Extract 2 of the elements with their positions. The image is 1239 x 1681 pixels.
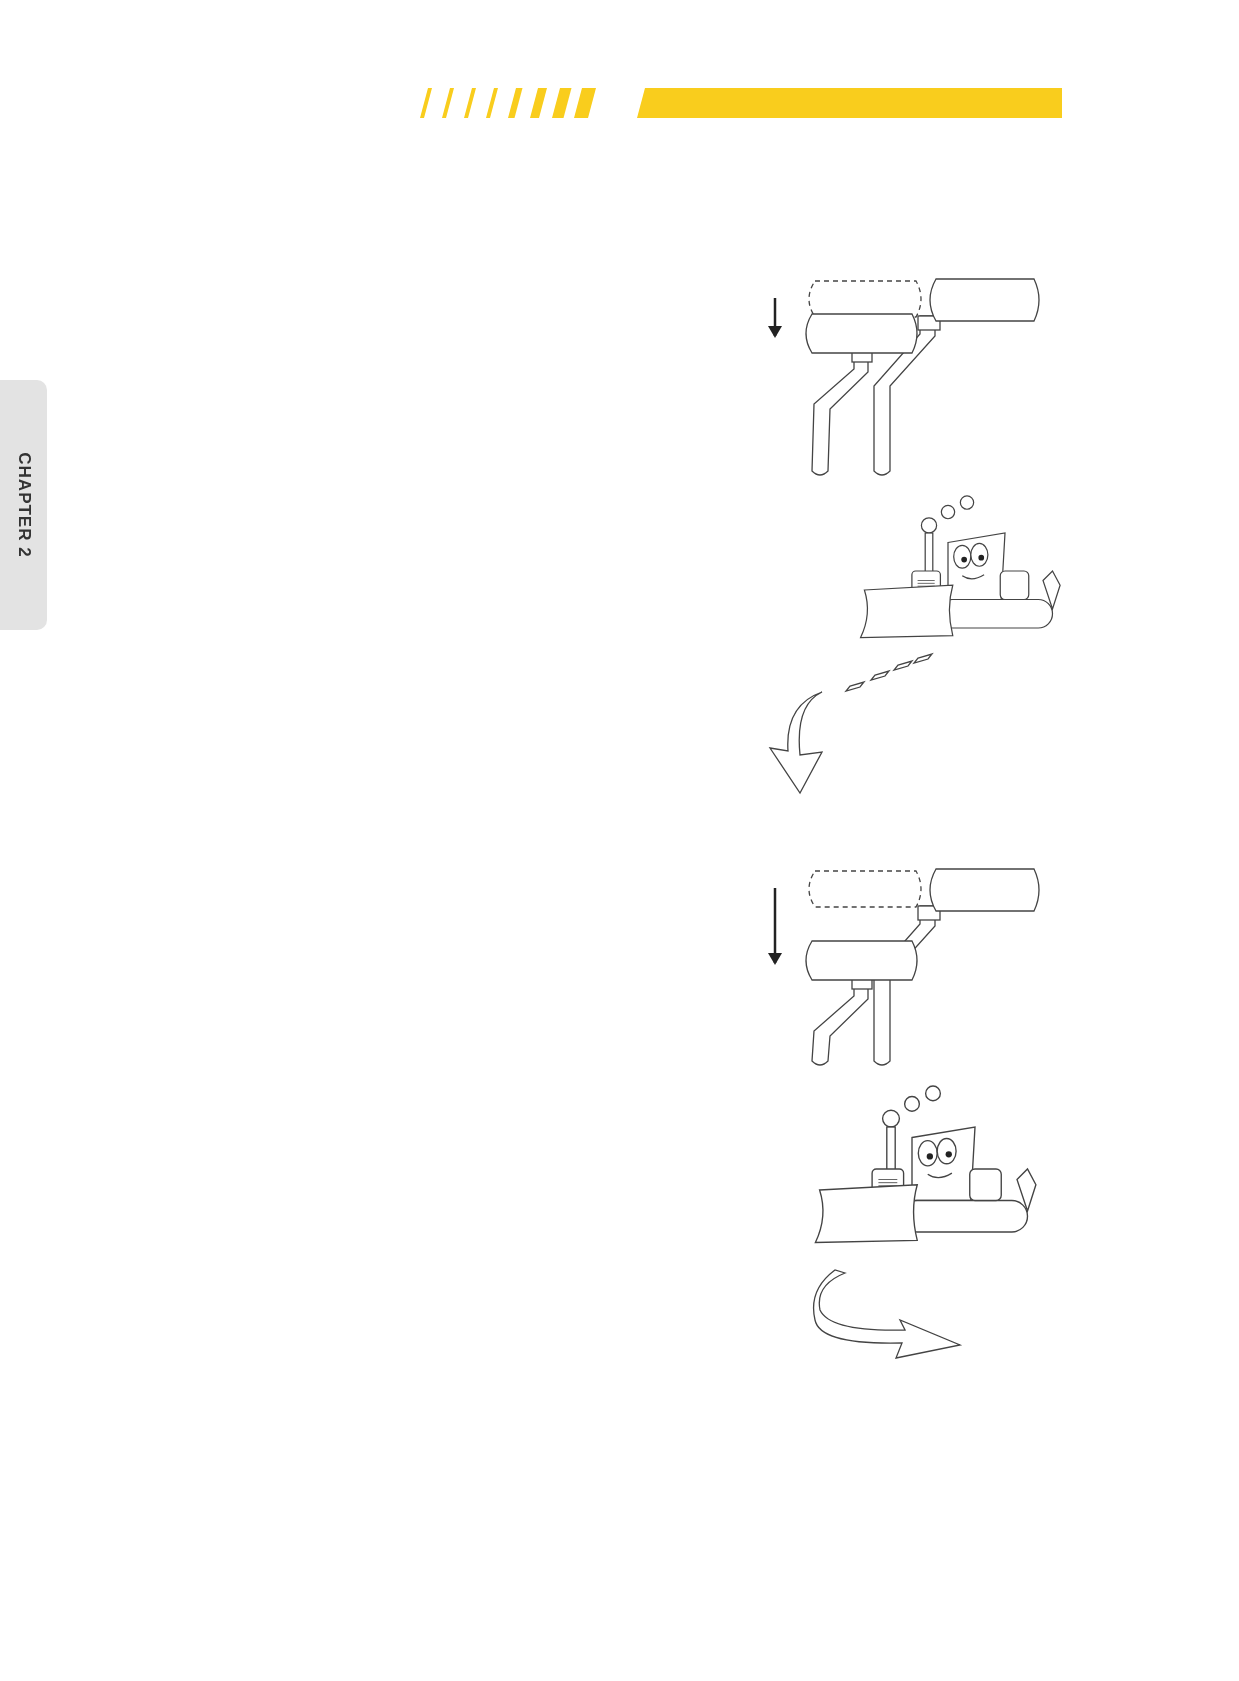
chapter-tab — [0, 380, 47, 630]
chapter-label: CHAPTER 2 — [13, 452, 34, 558]
